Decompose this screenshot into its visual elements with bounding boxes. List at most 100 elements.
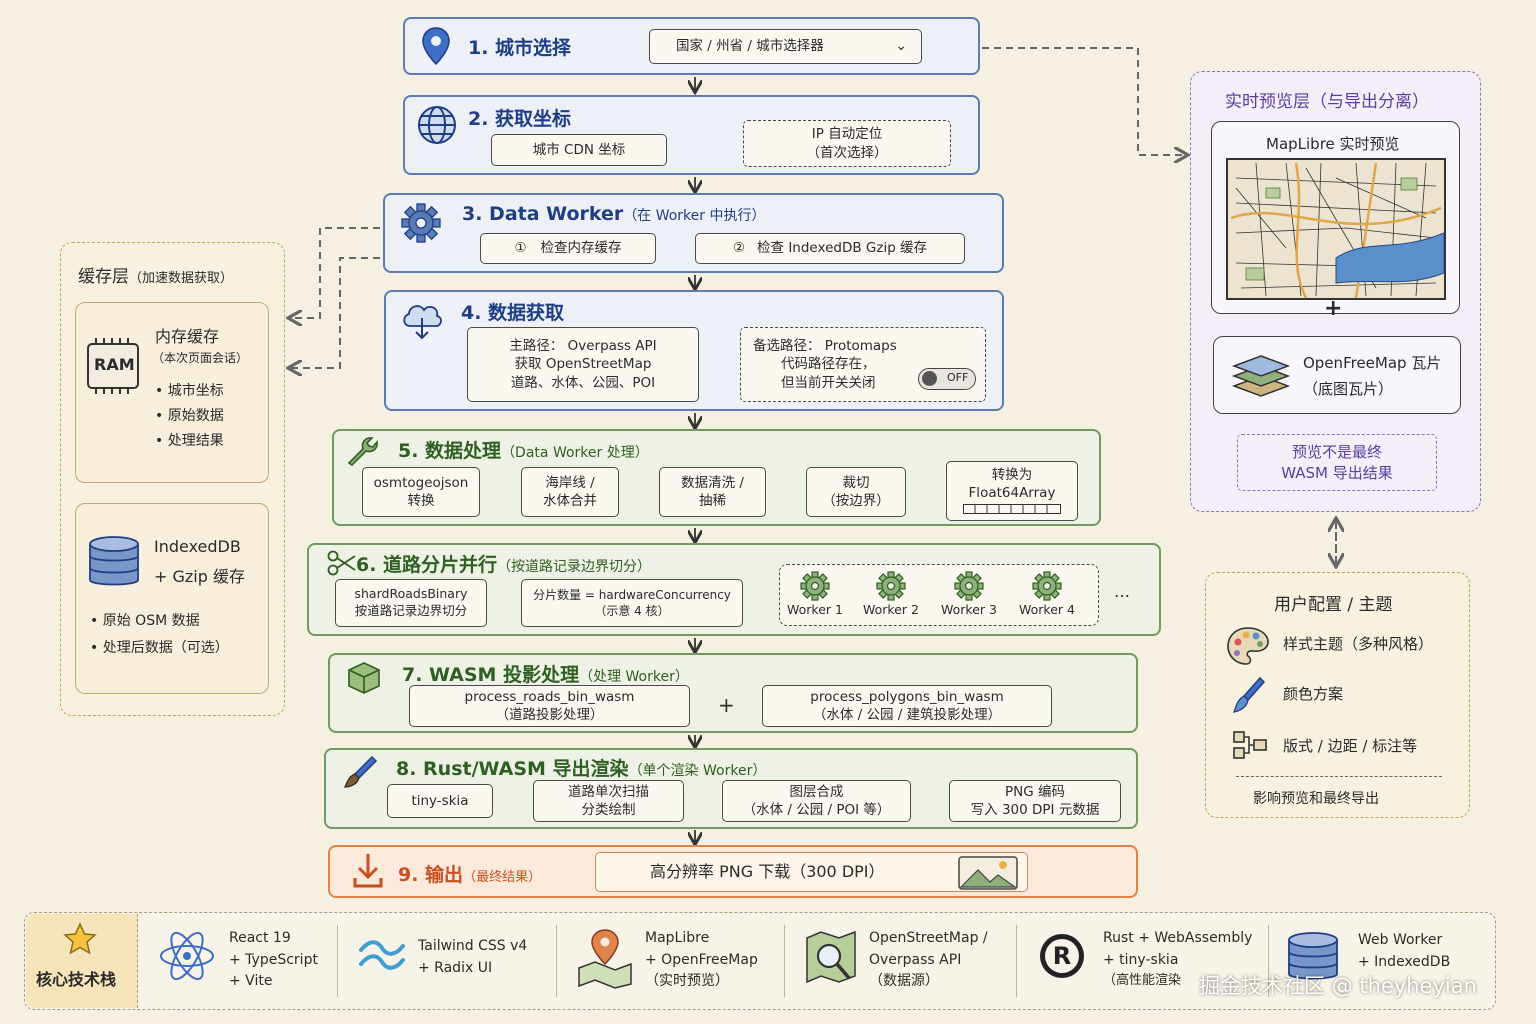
memory-cache-item-text: 城市坐标 [167, 383, 224, 399]
cloud-download-icon [403, 305, 442, 340]
coastline-merge-step: 海岸线 / 水体合并 [521, 467, 619, 517]
shard-count-box: 分片数量 = hardwareConcurrency （示意 4 核） [521, 579, 743, 627]
rust-logo-icon: R [1040, 934, 1084, 978]
png-encode-box: PNG 编码 写入 300 DPI 元数据 [949, 780, 1121, 822]
array-cells-icon [963, 504, 1061, 515]
tech-react: React 19 + TypeScript + Vite [229, 928, 318, 993]
city-selector-dropdown[interactable]: 国家 / 州省 / 城市选择器 ⌄ [649, 29, 922, 64]
tech-rust-wasm: Rust + WebAssembly + tiny-skia （高性能渲染 [1103, 928, 1252, 992]
tech-divider [1268, 925, 1269, 997]
memory-cache-item-text: 处理结果 [167, 433, 224, 449]
config-item-color-scheme: 颜色方案 [1283, 685, 1344, 703]
stage-6-title-text: 6. 道路分片并行 [356, 554, 498, 576]
cache-layer-title: 缓存层（加速数据获取） [78, 262, 233, 287]
tech-stack-label: 核心技术栈 [36, 970, 117, 989]
memory-cache-title: 内存缓存 [155, 327, 220, 346]
toggle-knob [922, 371, 937, 386]
road-scan-label: 道路单次扫描 [568, 783, 649, 800]
stage-5-title: 5. 数据处理（Data Worker 处理） [398, 436, 649, 463]
shard-count-label: 分片数量 = hardwareConcurrency [533, 587, 731, 602]
osmtogeojson-step: osmtogeojson 转换 [362, 467, 480, 517]
city-selector-value: 国家 / 州省 / 城市选择器 [676, 38, 824, 55]
map-pin-icon [422, 27, 450, 66]
step-desc: Float64Array [968, 485, 1056, 502]
tech-line: Web Worker [1358, 932, 1443, 948]
paintbrush-icon [343, 755, 378, 788]
step-label: 转换为 [991, 467, 1033, 483]
step-label: 海岸线 / [545, 474, 595, 491]
city-cdn-coords-box: 城市 CDN 坐标 [491, 134, 667, 166]
memory-cache-subtitle: （本次页面会话） [152, 351, 249, 365]
download-icon [353, 854, 383, 888]
stage-8-subtitle: （单个渲染 Worker） [628, 763, 767, 779]
tech-line: + tiny-skia [1103, 951, 1179, 968]
indexeddb-item-text: 处理后数据（可选） [102, 640, 229, 656]
memory-cache-item: • 城市坐标 [155, 383, 224, 399]
clip-bounds-step: 裁切 （按边界） [806, 467, 906, 517]
worker-gear-icon [800, 571, 830, 601]
tech-divider [556, 925, 557, 997]
tech-line: （实时预览） [645, 973, 729, 990]
protomaps-alt-path-box: 备选路径： Protomaps 代码路径存在， 但当前开关关闭 [740, 327, 986, 402]
worker-database-icon [1288, 932, 1338, 980]
stage-3-title: 3. Data Worker（在 Worker 中执行） [462, 203, 765, 225]
layout-icon [1233, 731, 1267, 759]
check-memory-cache-box: ① 检查内存缓存 [480, 233, 656, 264]
tech-line: OpenStreetMap / [869, 930, 988, 946]
step-desc: 转换 [407, 493, 435, 509]
config-item-layout: 版式 / 边距 / 标注等 [1283, 737, 1418, 755]
worker-label: Worker 4 [1019, 602, 1075, 617]
cube-icon [348, 662, 380, 694]
tech-openstreetmap: OpenStreetMap / Overpass API （数据源） [869, 928, 988, 993]
map-search-icon [806, 930, 856, 984]
stage-5-title-text: 5. 数据处理 [398, 440, 502, 462]
shard-roads-desc: 按道路记录边界切分 [354, 603, 468, 618]
worker-gear-icon [876, 571, 906, 601]
layer-composite-label: 图层合成 [789, 783, 844, 800]
ram-label: RAM [94, 355, 135, 374]
stage-7-title-text: 7. WASM 投影处理 [402, 664, 580, 686]
tech-line: （高性能渲染 [1103, 973, 1182, 989]
plus-sign: + [718, 693, 735, 717]
stage-3-title-text: 3. Data Worker [462, 203, 624, 225]
overpass-main-path-box: 主路径： Overpass API 获取 OpenStreetMap 道路、水体… [467, 327, 699, 402]
ram-chip-icon [87, 338, 139, 394]
map-preview-thumbnail [1226, 158, 1446, 300]
stage-2-title: 2. 获取坐标 [468, 108, 572, 130]
float64array-step: 转换为 Float64Array [946, 461, 1078, 521]
map-marker-icon [578, 929, 632, 989]
tech-line: React 19 [229, 930, 291, 946]
alt-path-label: 备选路径： Protomaps [753, 338, 897, 355]
tech-stack-bar [24, 912, 1496, 1010]
process-roads-desc: （道路投影处理） [495, 707, 604, 723]
tech-maplibre: MapLibre + OpenFreeMap （实时预览） [645, 928, 758, 993]
tech-line: （数据源） [869, 973, 939, 990]
step-number: ① [514, 240, 527, 257]
openfreemap-label: OpenFreeMap 瓦片 [1303, 354, 1442, 372]
tech-web-worker: Web Worker + IndexedDB [1358, 930, 1450, 973]
ip-geolocate-note: （首次选择） [806, 144, 888, 161]
chevron-down-icon: ⌄ [895, 38, 907, 55]
png-download-button[interactable]: 高分辨率 PNG 下载（300 DPI） [595, 852, 1028, 892]
layers-icon [1231, 355, 1291, 397]
memory-cache-item: • 处理结果 [155, 433, 224, 449]
process-polygons-desc: （水体 / 公园 / 建筑投影处理） [812, 707, 1002, 723]
stage-9-title: 9. 输出（最终结果） [398, 860, 541, 887]
alt-path-status: 但当前开关关闭 [781, 374, 876, 391]
svg-text:R: R [1053, 942, 1071, 970]
cache-layer-subtitle: （加速数据获取） [129, 271, 234, 286]
indexeddb-title: IndexedDB [154, 537, 241, 556]
layer-composite-desc: （水体 / 公园 / POI 等） [742, 802, 891, 818]
stage-9-title-text: 9. 输出 [398, 864, 464, 886]
maplibre-preview-label: MapLibre 实时预览 [1266, 135, 1400, 153]
worker-label: Worker 1 [787, 602, 843, 617]
tech-line: + Vite [229, 973, 273, 990]
openfreemap-tiles-card [1213, 336, 1461, 414]
stage-8-title: 8. Rust/WASM 导出渲染（单个渲染 Worker） [396, 754, 766, 781]
tech-line: + TypeScript [229, 951, 318, 968]
protomaps-toggle-switch[interactable]: OFF [918, 368, 976, 390]
stage-6-subtitle: （按道路记录边界切分） [497, 559, 652, 575]
main-path-desc: 获取 OpenStreetMap [514, 356, 652, 373]
worker-gear-icon [1032, 571, 1062, 601]
indexeddb-cache-card [75, 503, 269, 694]
